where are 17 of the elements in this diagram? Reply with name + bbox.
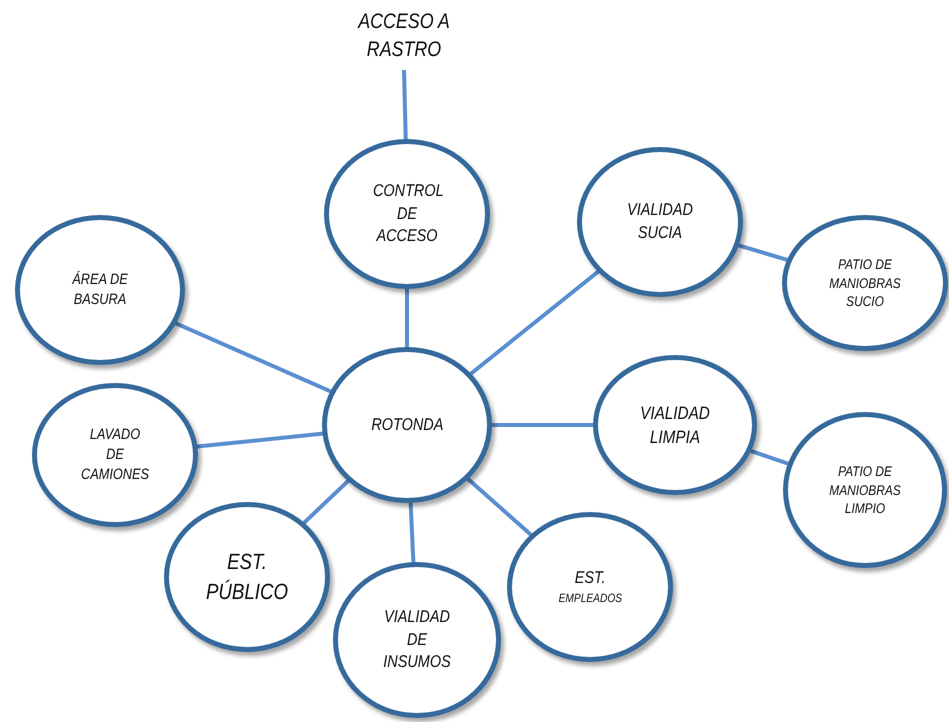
- connector-line: [402, 70, 408, 142]
- node-label: LAVADO DE CAMIONES: [81, 424, 149, 486]
- node-label: VIALIDAD SUCIA: [626, 199, 694, 244]
- node-label: EMPLEADOS: [558, 590, 622, 607]
- node-label: PATIO DE MANIOBRAS SUCIO: [828, 254, 902, 312]
- node-label: ACCESO A RASTRO: [357, 8, 451, 63]
- node-label: PATIO DE MANIOBRAS LIMPIO: [828, 462, 902, 518]
- node-label: ÁREA DE BASURA: [70, 270, 129, 310]
- node-label: CONTROL DE ACCESO: [373, 180, 441, 248]
- node-label: EST. PÚBLICO: [204, 548, 290, 606]
- node-label: VIALIDAD DE INSUMOS: [382, 606, 452, 674]
- connector-line: [408, 500, 416, 564]
- node-label: EST.: [574, 567, 606, 590]
- ellipse-node: [164, 502, 330, 652]
- node-label: ROTONDA: [371, 414, 443, 436]
- node-label: VIALIDAD LIMPIA: [639, 402, 711, 449]
- connector-line: [405, 286, 409, 350]
